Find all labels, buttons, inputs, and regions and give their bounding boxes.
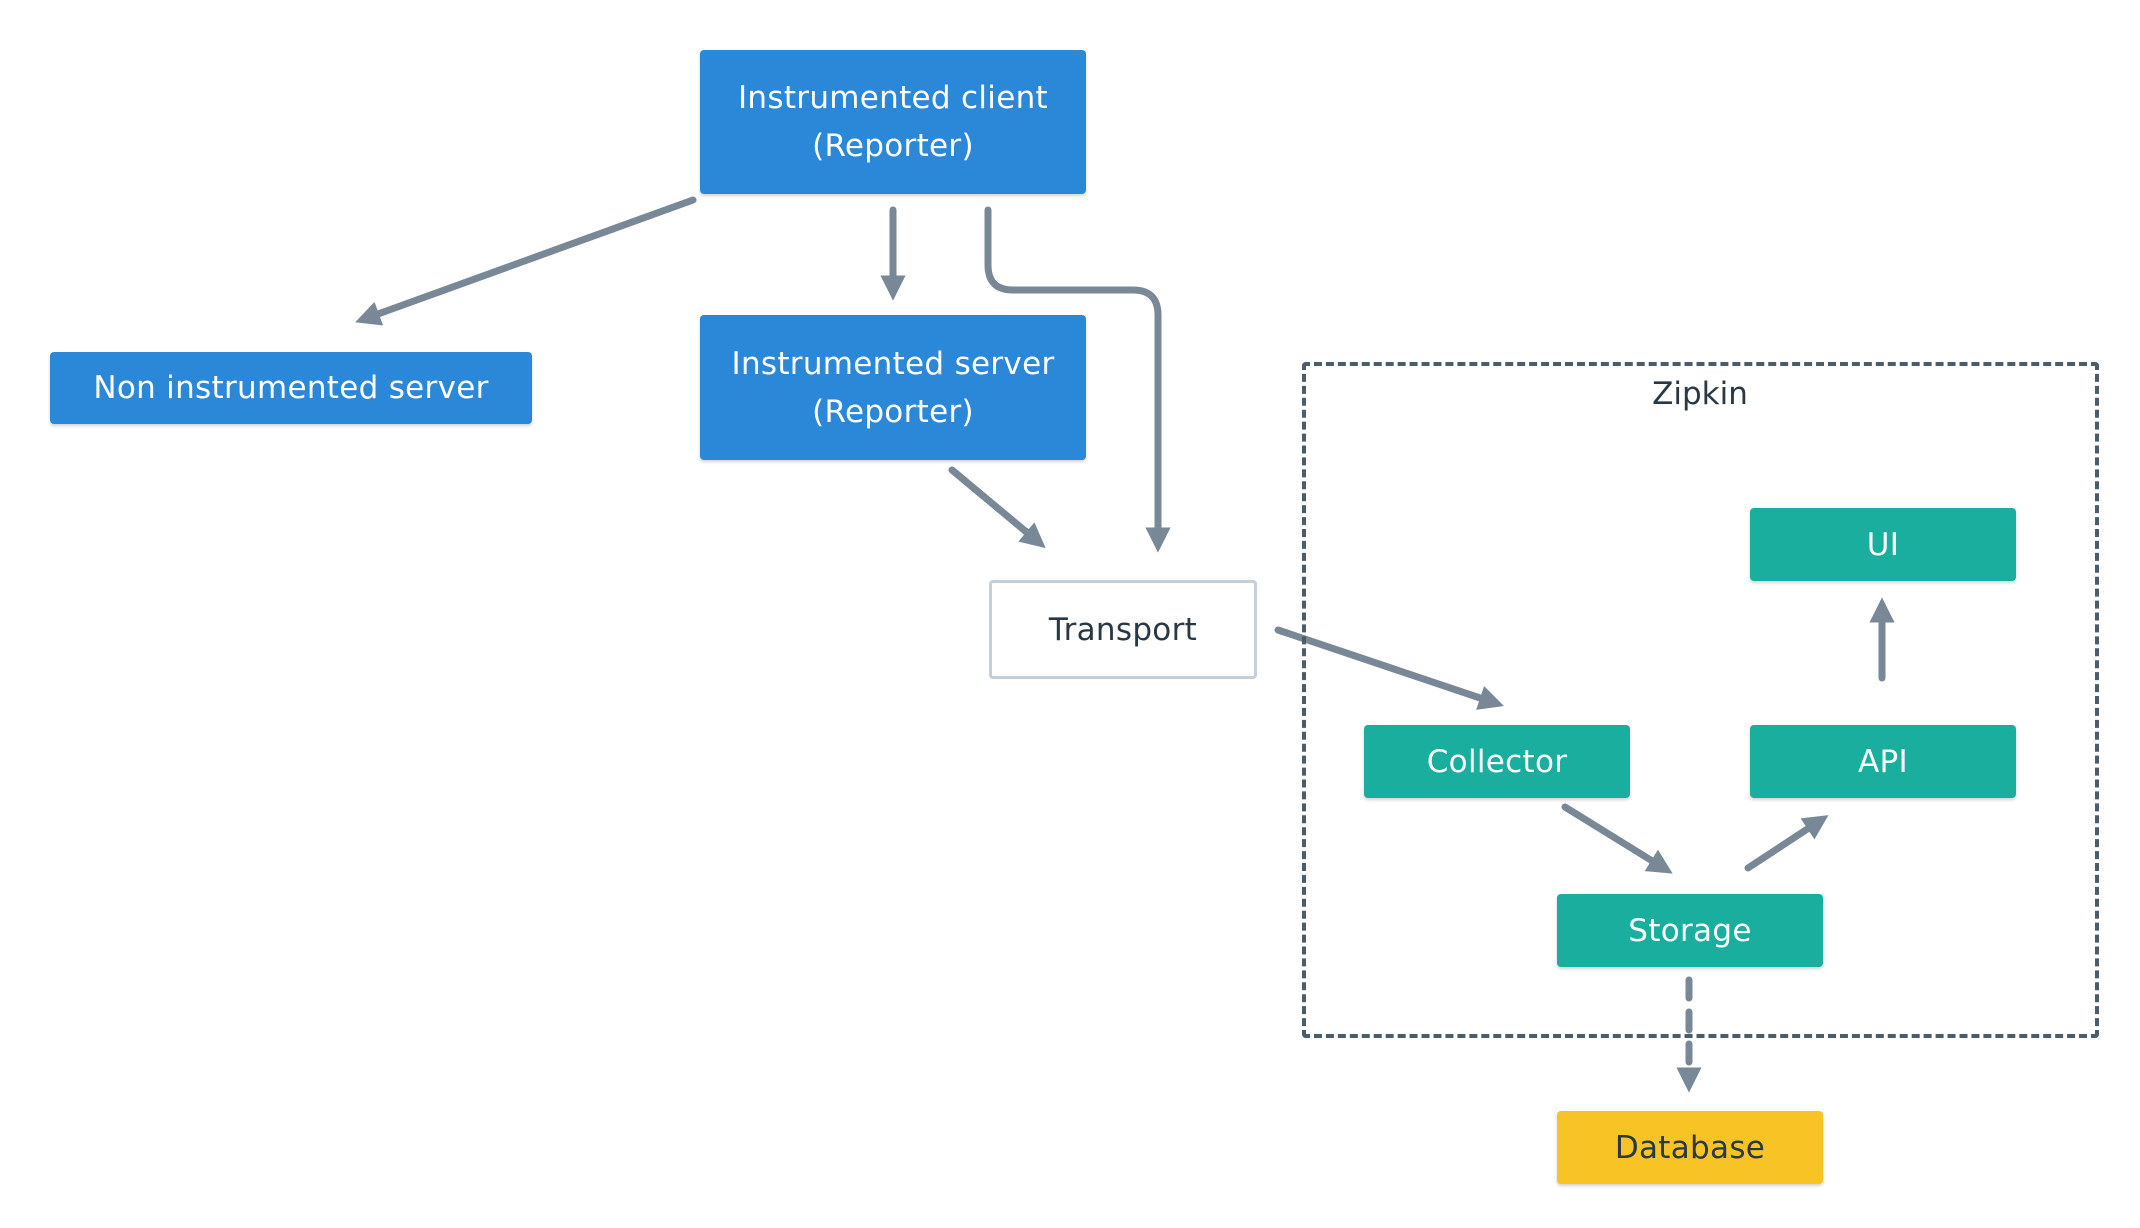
zipkin-group-label: Zipkin: [1652, 376, 1748, 412]
transport-label: Transport: [1048, 611, 1198, 648]
instrumented-server-sublabel: (Reporter): [812, 393, 974, 430]
instrumented-server-node[interactable]: Instrumented server (Reporter): [700, 315, 1086, 460]
edge-transport-to-collector: [1274, 626, 1504, 710]
transport-node[interactable]: Transport: [989, 580, 1257, 679]
ui-node[interactable]: UI: [1750, 508, 2016, 581]
collector-node[interactable]: Collector: [1364, 725, 1630, 798]
collector-label: Collector: [1426, 743, 1568, 780]
instrumented-client-label: Instrumented client: [737, 80, 1048, 116]
edge-collector-to-storage: [1561, 803, 1673, 874]
instrumented-client-node[interactable]: Instrumented client (Reporter): [700, 50, 1086, 194]
api-node[interactable]: API: [1750, 725, 2016, 798]
database-label: Database: [1614, 1129, 1766, 1166]
api-label: API: [1858, 743, 1908, 780]
instrumented-server-label: Instrumented server: [731, 345, 1055, 382]
ui-label: UI: [1866, 526, 1900, 563]
zipkin-group: [1302, 362, 2099, 1038]
edge-client-to-transport: [984, 206, 1171, 553]
edge-storage-to-api: [1744, 815, 1829, 872]
non-instrumented-server-node[interactable]: Non instrumented server: [50, 352, 532, 424]
edge-server-to-transport: [948, 466, 1046, 549]
storage-label: Storage: [1628, 912, 1752, 949]
non-instrumented-server-label: Non instrumented server: [93, 370, 489, 406]
storage-node[interactable]: Storage: [1557, 894, 1823, 967]
instrumented-client-sublabel: (Reporter): [812, 128, 974, 164]
edge-client-to-non-instrumented-server: [355, 196, 697, 326]
database-node[interactable]: Database: [1557, 1111, 1823, 1184]
